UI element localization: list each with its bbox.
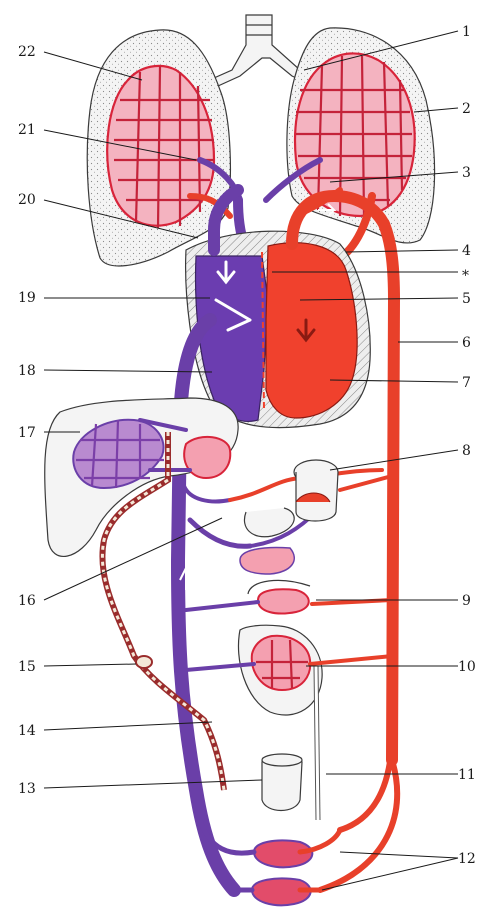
label-4: 4 bbox=[462, 243, 471, 259]
label-15: 15 bbox=[18, 659, 36, 675]
stomach bbox=[240, 460, 338, 574]
label-3: 3 bbox=[462, 165, 471, 181]
left-heart bbox=[266, 243, 357, 418]
heart bbox=[186, 231, 371, 427]
label-17: 17 bbox=[18, 425, 36, 441]
label-6: 6 bbox=[462, 335, 471, 351]
label-13: 13 bbox=[18, 781, 36, 797]
label-11: 11 bbox=[458, 767, 476, 783]
label-22: 22 bbox=[18, 44, 36, 60]
label-1: 1 bbox=[462, 24, 471, 40]
right-lung-capillaries bbox=[107, 66, 214, 228]
label-9: 9 bbox=[462, 593, 471, 609]
label-2: 2 bbox=[462, 101, 471, 117]
left-lung-capillaries bbox=[295, 53, 415, 216]
branch-arteries bbox=[310, 476, 397, 890]
label-5: 5 bbox=[462, 291, 471, 307]
label-10: 10 bbox=[458, 659, 476, 675]
label-21: 21 bbox=[18, 122, 36, 138]
label-7: 7 bbox=[462, 375, 471, 391]
label-14: 14 bbox=[18, 723, 36, 739]
label-19: 19 bbox=[18, 290, 36, 306]
label-star: * bbox=[462, 268, 469, 284]
upper-kidney-bed bbox=[248, 580, 310, 613]
bladder bbox=[262, 754, 302, 811]
label-20: 20 bbox=[18, 192, 36, 208]
label-16: 16 bbox=[18, 593, 36, 609]
label-18: 18 bbox=[18, 363, 36, 379]
label-12: 12 bbox=[458, 851, 476, 867]
label-8: 8 bbox=[462, 443, 471, 459]
right-heart bbox=[196, 256, 268, 421]
